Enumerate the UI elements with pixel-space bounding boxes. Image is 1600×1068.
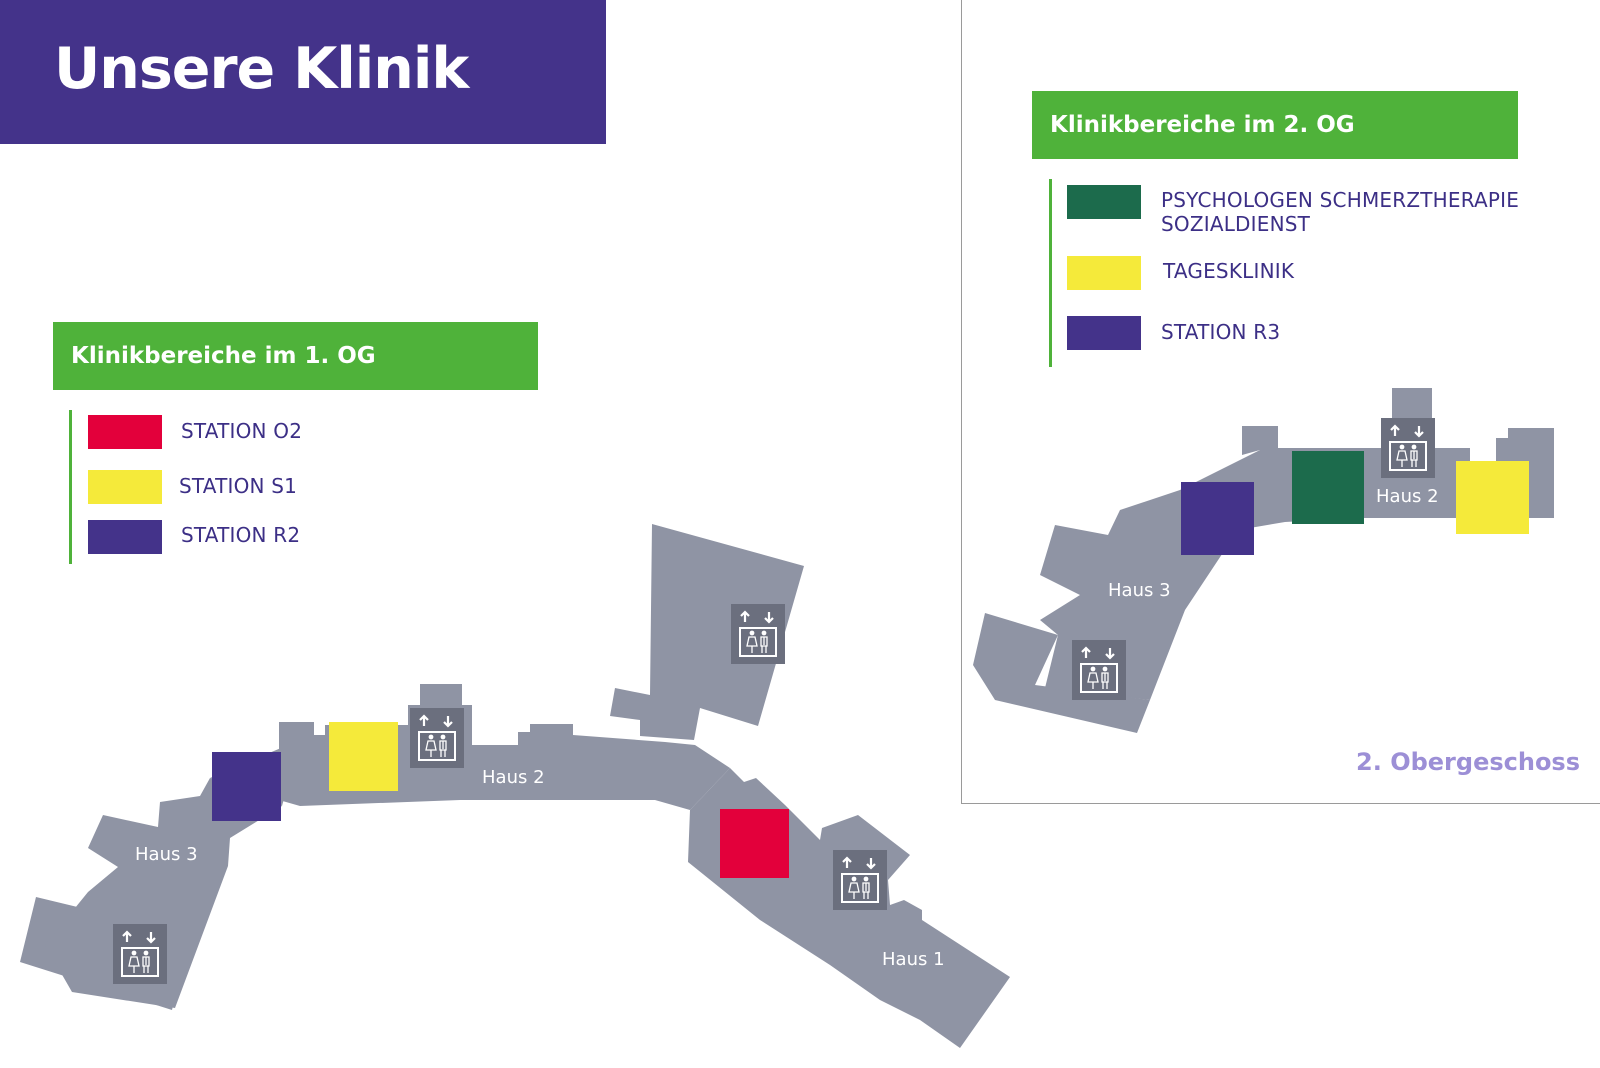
floor2-label-haus2: Haus 2	[1376, 486, 1439, 507]
swatch-station-r2	[88, 520, 162, 554]
legend-label-psychologen: PSYCHOLOGEN SCHMERZTHERAPIE SOZIALDIENST	[1161, 188, 1519, 236]
floor2-plan	[973, 388, 1554, 733]
floor1-block-station-o2	[720, 809, 789, 878]
floor1-label-haus2: Haus 2	[482, 767, 545, 788]
swatch-psychologen	[1067, 185, 1141, 219]
elevator-icon	[831, 848, 889, 912]
legend-label-station-o2: STATION O2	[181, 419, 303, 443]
floor1-label-haus1: Haus 1	[882, 949, 945, 970]
floor1-legend-title: Klinikbereiche im 1. OG	[53, 322, 538, 390]
title-banner: Unsere Klinik	[0, 0, 606, 144]
legend-label-station-r2: STATION R2	[181, 523, 301, 547]
swatch-station-o2	[88, 415, 162, 449]
floor2-legend-title: Klinikbereiche im 2. OG	[1032, 91, 1518, 159]
floor1-label-haus3: Haus 3	[135, 844, 198, 865]
floor1-block-station-r2	[212, 752, 281, 821]
elevator-icon	[729, 602, 787, 666]
floor2-block-tagesklinik	[1456, 461, 1529, 534]
legend-label-station-r3: STATION R3	[1161, 320, 1281, 344]
elevator-icon	[111, 922, 169, 986]
floor2-label-haus3: Haus 3	[1108, 580, 1171, 601]
elevator-icon	[408, 706, 466, 770]
floor1-block-station-s1	[329, 722, 398, 791]
swatch-station-s1	[88, 470, 162, 504]
floor2-legend-rule	[1049, 179, 1052, 367]
elevator-icon	[1070, 638, 1128, 702]
legend-label-psychologen-line2: SOZIALDIENST	[1161, 212, 1311, 236]
swatch-station-r3	[1067, 316, 1141, 350]
floor2-block-station-r3	[1181, 482, 1254, 555]
elevator-icon	[1379, 416, 1437, 480]
floor1-legend-rule	[69, 410, 72, 564]
swatch-tagesklinik	[1067, 256, 1141, 290]
floor2-name: 2. Obergeschoss	[1356, 748, 1580, 776]
page-title: Unsere Klinik	[54, 36, 469, 102]
legend-label-psychologen-line1: PSYCHOLOGEN SCHMERZTHERAPIE	[1161, 188, 1520, 212]
floor2-block-psychologen	[1292, 451, 1364, 524]
floor2-inset-frame	[961, 0, 1600, 804]
legend-label-station-s1: STATION S1	[179, 474, 298, 498]
legend-label-tagesklinik: TAGESKLINIK	[1163, 259, 1295, 283]
